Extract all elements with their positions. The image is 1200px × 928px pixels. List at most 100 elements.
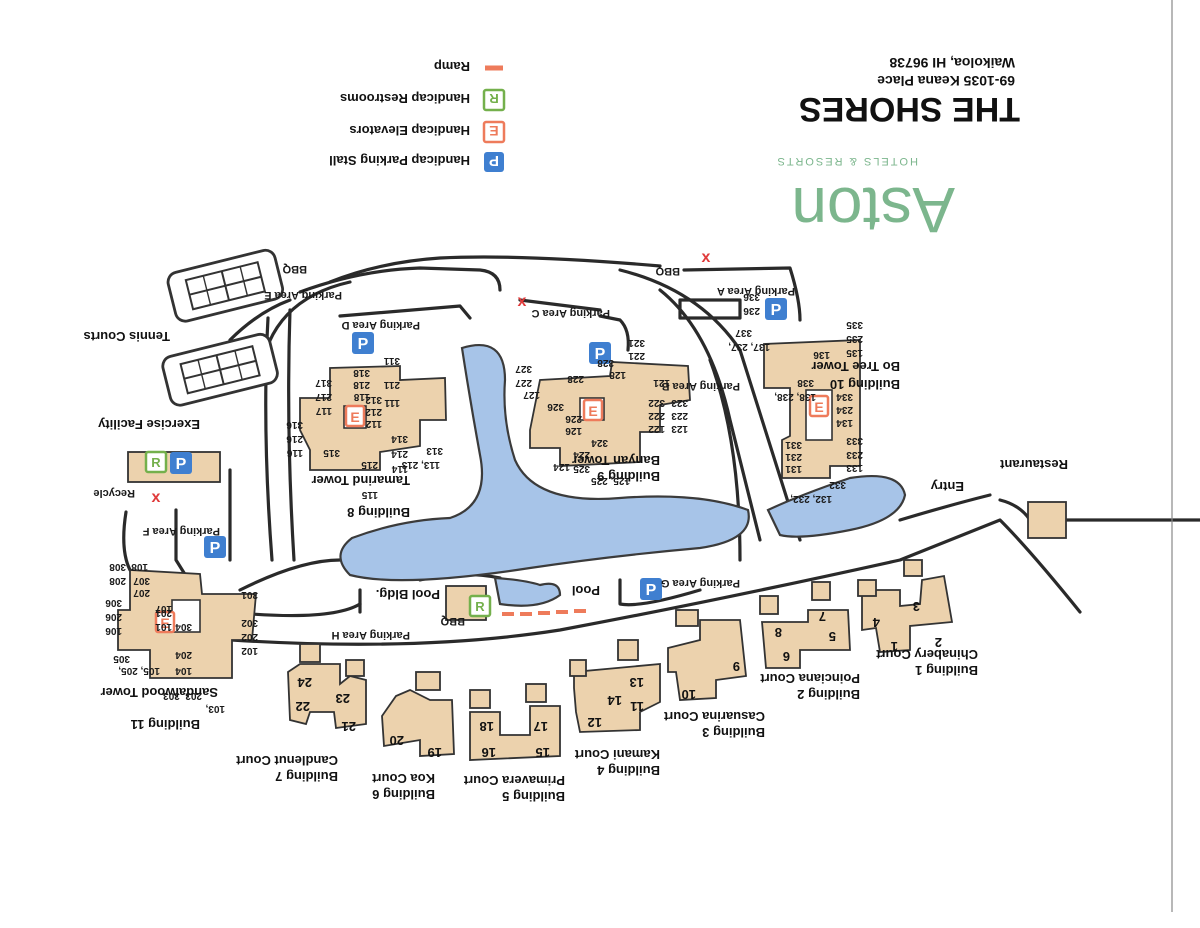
b8-unit: 214: [391, 448, 408, 459]
parking-area-g-label: Parking Area G: [661, 577, 740, 589]
legend-elevator-letter: E: [489, 123, 498, 139]
b9-unit: 327: [515, 363, 532, 374]
b10-unit: 233: [846, 449, 863, 460]
b10-unit: 134: [836, 417, 853, 428]
b9-unit: 321: [628, 337, 645, 348]
b10-unit: 335: [846, 319, 863, 330]
cottage-unit: 15: [536, 745, 550, 760]
b9-unit: 228: [567, 373, 584, 384]
b9-unit: 325: [573, 463, 590, 474]
property-address: 69-1035 Keana Place: [877, 73, 1015, 89]
b11-unit: 101: [155, 621, 172, 632]
entry-label: Entry: [930, 479, 964, 494]
b8-unit: 317: [315, 377, 332, 388]
cottage-unit: 14: [607, 693, 622, 708]
b11-unit: 207: [133, 587, 150, 598]
building-6-name: Building 6: [372, 787, 435, 802]
b10-unit: 236: [743, 305, 760, 316]
parking-area-c-label: Parking Area C: [531, 307, 610, 319]
b9-unit: 122: [648, 423, 665, 434]
b8-unit: 115: [361, 489, 378, 500]
b11-unit: 108: [131, 561, 148, 572]
cottage-unit: 12: [588, 715, 602, 730]
parking-area-b-label: Parking Area B: [661, 380, 740, 392]
b11-unit: 301: [241, 589, 258, 600]
map-labels: Aston HOTELS & RESORTS THE SHORES 69-103…: [84, 55, 1068, 804]
parking-area-e-label: Parking Area E: [264, 289, 342, 301]
b8-unit: 311: [383, 355, 400, 366]
b8-unit: 315: [323, 447, 340, 458]
cottage-unit: 23: [336, 691, 350, 706]
cottage-unit: 10: [682, 687, 696, 702]
exercise-facility-label: Exercise Facility: [97, 417, 200, 432]
tennis-courts: [161, 248, 285, 407]
building-7-name: Building 7: [275, 769, 338, 784]
cottage-unit: 21: [342, 719, 356, 734]
b11-unit: 103,: [205, 703, 225, 714]
svg-text:P: P: [595, 346, 606, 363]
cottage-unit: 2: [935, 635, 942, 650]
b8-unit: 116: [286, 447, 303, 458]
svg-text:x: x: [152, 489, 161, 506]
b10-unit: 331: [785, 439, 802, 450]
b8-unit: 218: [353, 379, 370, 390]
legend-elevator-icon: [482, 120, 506, 144]
b10-unit: 138, 238,: [774, 391, 816, 402]
building-1-name: Building 1: [915, 663, 978, 678]
b8-unit: 118: [353, 391, 370, 402]
bbq-label-a: BBQ: [655, 265, 680, 277]
b10-unit: 336: [743, 291, 760, 302]
property-city: Waikoloa, HI 96738: [889, 55, 1015, 71]
pool: [493, 576, 562, 607]
building-9-name: Building 9: [597, 469, 660, 484]
b10-unit: 131: [785, 463, 802, 474]
b8-unit: 216: [286, 433, 303, 444]
cottage-unit: 5: [829, 629, 836, 644]
b9-unit: 223: [671, 410, 688, 421]
bbq-label-h: BBQ: [440, 615, 465, 627]
building-10-name: Building 10: [830, 377, 900, 392]
svg-text:x: x: [518, 293, 527, 310]
svg-text:E: E: [588, 403, 597, 419]
legend-elevator-label: Handicap Elevators: [349, 123, 470, 138]
cottage-unit: 4: [872, 615, 880, 630]
brand-logo: Aston: [791, 174, 955, 246]
parking-area-f-label: Parking Area F: [142, 525, 220, 537]
b10-unit: 332: [829, 479, 846, 490]
b9-unit: 326: [547, 401, 564, 412]
b9-unit: 222: [648, 410, 665, 421]
b9-unit: 323: [671, 397, 688, 408]
cottage-unit: 19: [428, 745, 442, 760]
b10-unit: 135: [846, 347, 863, 358]
b8-unit: 117: [315, 405, 332, 416]
b9-unit: 128: [609, 369, 626, 380]
building-3-sub: Casuarina Court: [663, 709, 765, 724]
cottage-unit: 20: [390, 733, 404, 748]
b11-unit: 107: [155, 603, 172, 614]
b11-unit: 105, 205,: [118, 665, 160, 676]
svg-text:E: E: [160, 615, 169, 631]
building-8-name: Building 8: [347, 505, 410, 520]
svg-text:R: R: [475, 599, 485, 614]
b11-unit: 201: [155, 607, 172, 618]
legend-parking-label: Handicap Parking Stall: [329, 153, 470, 168]
building-2-sub: Poinciana Court: [760, 671, 860, 686]
b10-unit: 231: [785, 451, 802, 462]
lagoon: [339, 343, 750, 582]
parking-area-a-label: Parking Area A: [717, 285, 795, 297]
svg-text:E: E: [814, 399, 823, 415]
b9-unit: 127: [523, 389, 540, 400]
cottage-unit: 18: [480, 719, 494, 734]
parking-area-h-label: Parking Area H: [331, 629, 410, 641]
b9-unit: 227: [515, 377, 532, 388]
entry-pond: [766, 474, 907, 538]
cottage-unit: 11: [630, 699, 644, 714]
legend-ramp-label: Ramp: [434, 59, 470, 74]
b9-unit: 125, 225: [591, 475, 630, 486]
b8-unit: 318: [353, 367, 370, 378]
b10-unit: 333: [846, 435, 863, 446]
cottage-unit: 8: [775, 625, 782, 640]
cottage-unit: 6: [783, 649, 790, 664]
b11-unit: 306: [105, 597, 122, 608]
b11-unit: 204: [175, 649, 192, 660]
